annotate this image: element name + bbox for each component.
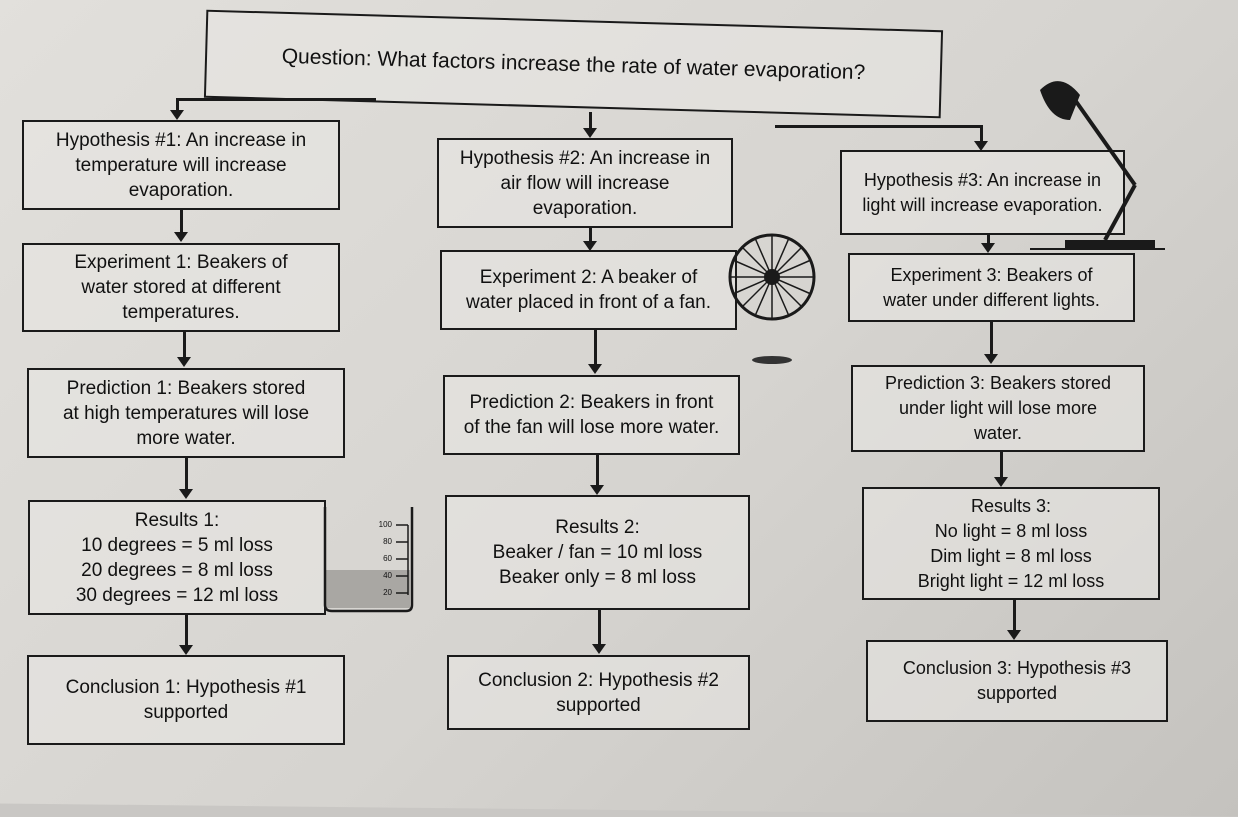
arrow [591, 455, 603, 495]
results-3-box: Results 3: No light = 8 ml loss Dim ligh… [862, 487, 1160, 600]
arrow [975, 125, 987, 151]
prediction-3-box: Prediction 3: Beakers stored under light… [851, 365, 1145, 452]
arrow [171, 98, 183, 120]
arrow [995, 452, 1007, 487]
arrow [180, 458, 192, 499]
arrow [985, 322, 997, 364]
hypothesis-3-box: Hypothesis #3: An increase in light will… [840, 150, 1125, 235]
lamp-icon [1030, 81, 1165, 250]
arrow [178, 332, 190, 367]
prediction-1-box: Prediction 1: Beakers stored at high tem… [27, 368, 345, 458]
fan-icon [728, 233, 816, 364]
hypothesis-1-box: Hypothesis #1: An increase in temperatur… [22, 120, 340, 210]
arrow [180, 615, 192, 655]
experiment-1-box: Experiment 1: Beakers of water stored at… [22, 243, 340, 332]
connector [176, 98, 376, 101]
beaker-scale-label: 80 [383, 537, 392, 546]
beaker-scale-label: 20 [383, 588, 392, 597]
arrow [175, 210, 187, 242]
prediction-2-box: Prediction 2: Beakers in front of the fa… [443, 375, 740, 455]
hypothesis-2-box: Hypothesis #2: An increase in air flow w… [437, 138, 733, 228]
results-1-box: Results 1: 10 degrees = 5 ml loss 20 deg… [28, 500, 326, 615]
arrow [584, 228, 596, 251]
connector [775, 125, 980, 128]
arrow [584, 112, 596, 138]
conclusion-2-box: Conclusion 2: Hypothesis #2 supported [447, 655, 750, 730]
experiment-3-box: Experiment 3: Beakers of water under dif… [848, 253, 1135, 322]
beaker-scale-label: 40 [383, 571, 392, 580]
arrow [593, 610, 605, 654]
experiment-2-box: Experiment 2: A beaker of water placed i… [440, 250, 737, 330]
arrow [1008, 600, 1020, 640]
conclusion-3-box: Conclusion 3: Hypothesis #3 supported [866, 640, 1168, 722]
beaker-scale-label: 60 [383, 554, 392, 563]
conclusion-1-box: Conclusion 1: Hypothesis #1 supported [27, 655, 345, 745]
arrow [982, 235, 994, 253]
results-2-box: Results 2: Beaker / fan = 10 ml loss Bea… [445, 495, 750, 610]
beaker-icon [323, 507, 414, 613]
beaker-scale-label: 100 [378, 520, 392, 529]
arrow [589, 330, 601, 374]
